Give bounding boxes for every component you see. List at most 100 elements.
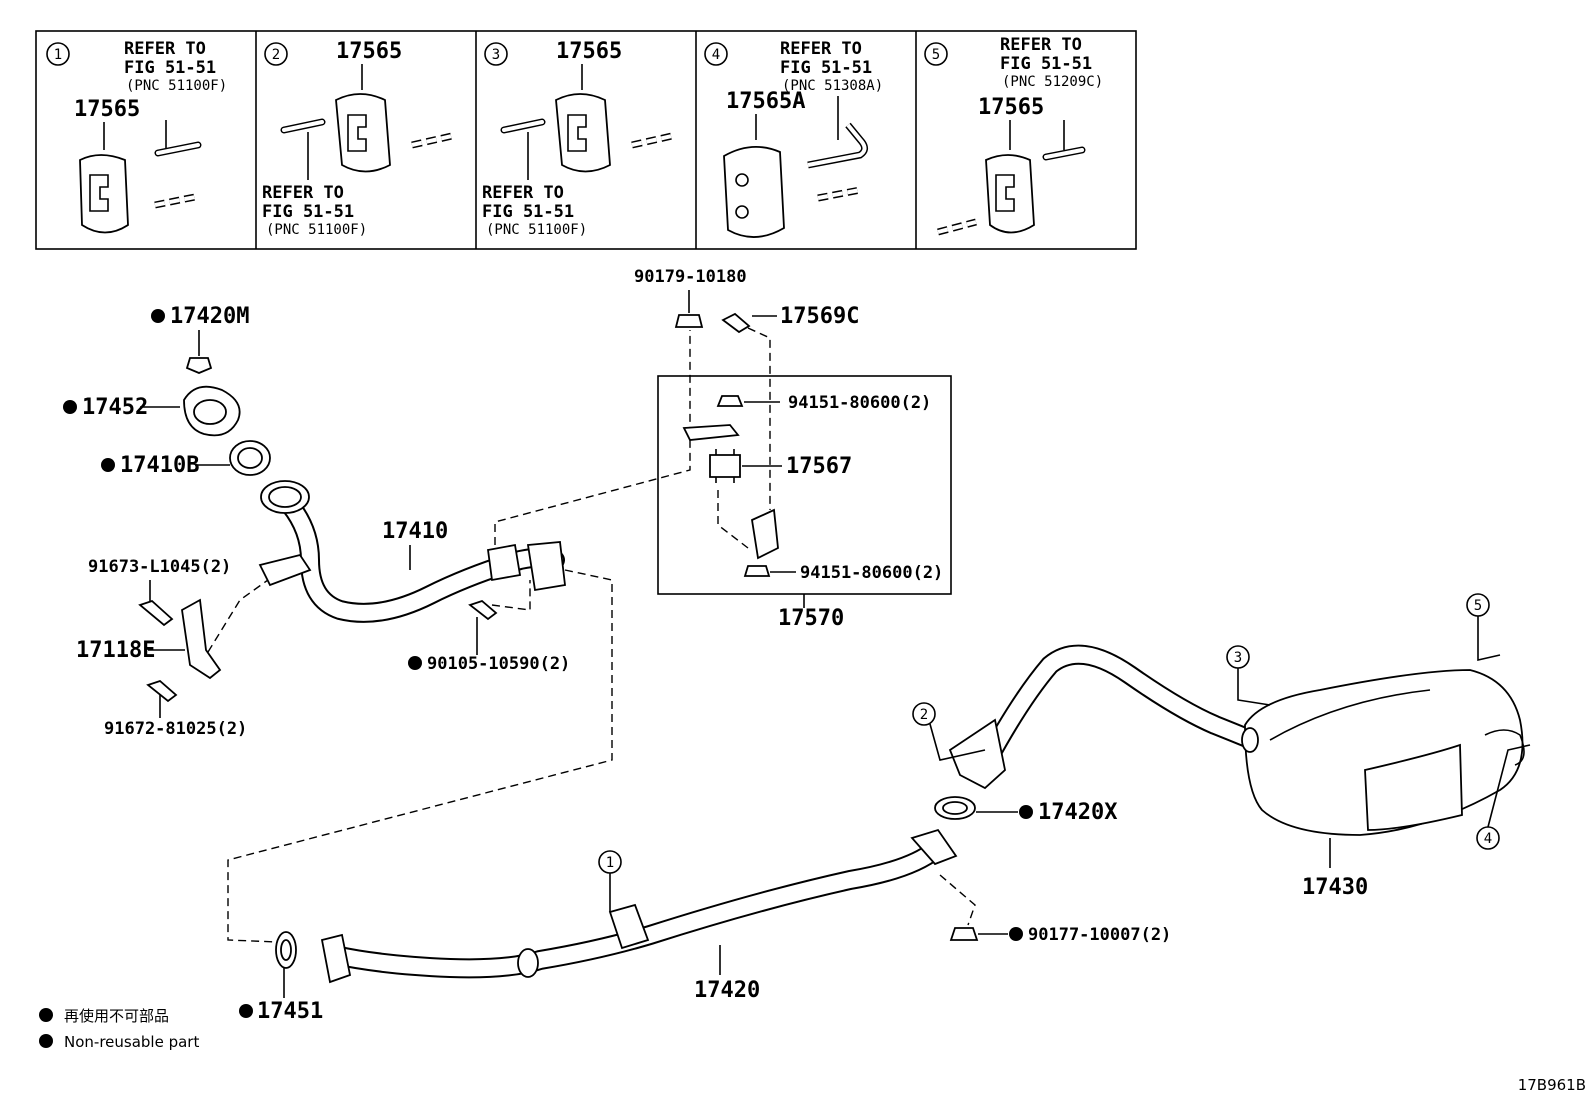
non-reusable-dot: [101, 458, 115, 472]
non-reusable-dot: [1019, 805, 1033, 819]
label-90105: 90105-10590(2): [427, 654, 570, 674]
label-94151-a: 94151-80600(2): [788, 393, 931, 413]
nut-icon: [185, 357, 213, 374]
callout-1: 1: [606, 855, 614, 871]
label-17420: 17420: [694, 978, 760, 1003]
diagram-code: 17B961B: [1518, 1076, 1586, 1094]
label-91673: 91673-L1045(2): [88, 557, 231, 577]
detail-box-2: 2 17565 REFER TO FIG 51-51 (PNC 51100F): [262, 39, 453, 238]
assembly-guide-line: [227, 569, 613, 943]
legend-japanese: 再使用不可部品: [64, 1007, 169, 1025]
figure-ref: FIG 51-51: [780, 58, 872, 78]
part-number: 17565: [336, 39, 402, 64]
bolt-icon: [138, 599, 174, 627]
figure-ref: FIG 51-51: [1000, 54, 1092, 74]
label-17410B: 17410B: [120, 453, 199, 478]
callout-4: 4: [1484, 831, 1492, 847]
rubber-mount-icon: [709, 454, 741, 478]
detail-box-number: 5: [932, 47, 940, 63]
label-17410: 17410: [382, 519, 448, 544]
hanger-bracket-group: 90179-10180 17569C 94151-80600(2) 17567 …: [634, 267, 952, 631]
detail-box-number: 2: [272, 47, 280, 63]
bolt-icon: [721, 312, 751, 334]
bolt-icon: [468, 599, 498, 621]
refer-to-text: REFER TO: [124, 39, 206, 59]
non-reusable-dot: [151, 309, 165, 323]
pipe-end-flange-icon: [526, 541, 566, 592]
label-17567: 17567: [786, 454, 852, 479]
center-pipe-group: 1 17420 90177-10007(2) 17451: [239, 828, 1171, 1024]
non-reusable-dot: [239, 1004, 253, 1018]
nut-icon: [674, 314, 704, 328]
callout-circle: [912, 702, 936, 726]
pnc-ref: (PNC 51308A): [782, 78, 883, 94]
label-17451: 17451: [257, 999, 323, 1024]
label-17452: 17452: [82, 395, 148, 420]
pnc-ref: (PNC 51100F): [486, 222, 587, 238]
pnc-ref: (PNC 51100F): [266, 222, 367, 238]
label-17569C: 17569C: [780, 304, 859, 329]
nut-icon: [743, 565, 771, 577]
hanger-plate-icon: [682, 424, 740, 441]
callout-3: 3: [1234, 650, 1242, 666]
non-reusable-dot: [1009, 927, 1023, 941]
label-17430: 17430: [1302, 875, 1368, 900]
refer-to-text: REFER TO: [1000, 35, 1082, 55]
figure-ref: FIG 51-51: [262, 202, 354, 222]
non-reusable-dot: [63, 400, 77, 414]
figure-ref: FIG 51-51: [124, 58, 216, 78]
label-90179: 90179-10180: [634, 267, 747, 287]
pipe-bracket-icon: [258, 553, 312, 587]
pnc-ref: (PNC 51209C): [1002, 74, 1103, 90]
label-90177: 90177-10007(2): [1028, 925, 1171, 945]
bracket-icon: [751, 508, 779, 560]
callout-circle: [46, 42, 70, 66]
non-reusable-dot: [408, 656, 422, 670]
legend-english: Non-reusable part: [64, 1033, 199, 1051]
detail-box-number: 1: [54, 47, 62, 63]
part-number: 17565: [74, 97, 140, 122]
rubber-hanger-icon: [555, 93, 611, 173]
tail-pipe-group: 2 3 5 4 17420X 17430: [912, 593, 1531, 900]
non-reusable-dot: [39, 1008, 53, 1022]
callout-2: 2: [920, 707, 928, 723]
part-number: 17565A: [726, 89, 805, 114]
tail-pipe-flange-icon: [948, 718, 1006, 790]
label-17570: 17570: [778, 606, 844, 631]
label-17420M: 17420M: [170, 304, 249, 329]
label-17118E: 17118E: [76, 638, 155, 663]
assembly-guide-line: [494, 330, 691, 545]
callout-5: 5: [1474, 598, 1482, 614]
bolt-icon: [146, 679, 178, 703]
figure-ref: FIG 51-51: [482, 202, 574, 222]
part-number: 17565: [978, 95, 1044, 120]
rubber-hanger-icon: [335, 93, 391, 173]
pipe-flange-icon: [320, 933, 352, 984]
nut-icon: [949, 927, 979, 941]
rubber-hanger-icon: [985, 154, 1035, 234]
front-pipe-group: 17420M 17452 17410B 17410 91673-L1045(2)…: [63, 304, 570, 739]
label-94151-b: 94151-80600(2): [800, 563, 943, 583]
refer-to-text: REFER TO: [780, 39, 862, 59]
refer-to-text: REFER TO: [262, 183, 344, 203]
detail-box-number: 4: [712, 47, 720, 63]
nut-icon: [716, 395, 744, 407]
part-number: 17565: [556, 39, 622, 64]
detail-box-number: 3: [492, 47, 500, 63]
non-reusable-dot: [39, 1034, 53, 1048]
detail-box-5: 5 REFER TO FIG 51-51 (PNC 51209C) 17565: [924, 35, 1103, 236]
detail-box-1: 1 REFER TO FIG 51-51 (PNC 51100F) 17565: [46, 39, 227, 234]
bracket-17118E-icon: [181, 598, 222, 680]
label-17420X: 17420X: [1038, 800, 1117, 825]
detail-box-3: 3 17565 REFER TO FIG 51-51 (PNC 51100F): [482, 39, 673, 238]
hanger-rod-icon: [608, 903, 650, 950]
detail-box-strip: [35, 30, 1137, 250]
rubber-hanger-icon: [79, 154, 129, 234]
rubber-hanger-icon: [723, 146, 785, 238]
label-91672: 91672-81025(2): [104, 719, 247, 739]
pipe-flange-icon: [910, 828, 958, 866]
legend: 再使用不可部品 Non-reusable part: [39, 1007, 199, 1051]
detail-box-4: 4 REFER TO FIG 51-51 (PNC 51308A) 17565A: [704, 39, 883, 238]
refer-to-text: REFER TO: [482, 183, 564, 203]
